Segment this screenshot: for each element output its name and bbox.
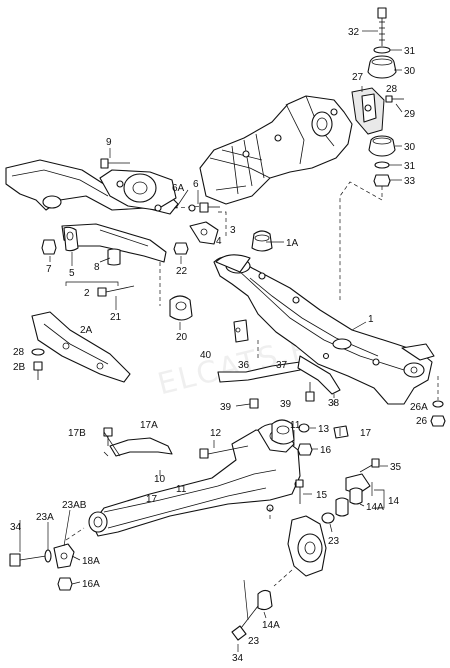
callout-6A: 6A <box>172 183 185 194</box>
callout-27: 27 <box>352 72 364 83</box>
rear-crossmember <box>5 159 207 215</box>
hub-carrier-23 <box>273 512 335 587</box>
bolt-17B <box>103 427 113 446</box>
bushing-20 <box>159 262 193 321</box>
callout-35: 35 <box>390 462 402 473</box>
callout-14A: 14A <box>366 502 384 513</box>
callout-28-top: 28 <box>386 84 398 95</box>
callout-26A: 26A <box>410 402 428 413</box>
callout-17-arm: 17 <box>146 494 158 505</box>
callout-12: 12 <box>210 428 222 439</box>
subframe-1 <box>213 254 435 405</box>
fasteners-2B <box>31 348 45 380</box>
callout-23A: 23A <box>36 512 54 523</box>
callout-7: 7 <box>46 264 52 275</box>
callout-23-low: 23 <box>248 636 260 647</box>
callout-17A: 17A <box>140 420 158 431</box>
callout-10: 10 <box>154 474 166 485</box>
callout-13: 13 <box>318 424 330 435</box>
callout-18A: 18A <box>82 556 100 567</box>
callout-1A: 1A <box>286 238 299 249</box>
bracket-2A <box>31 311 131 383</box>
callout-23AB: 23AB <box>62 500 87 511</box>
callout-22: 22 <box>176 266 188 277</box>
callout-37: 37 <box>276 360 288 371</box>
bolt-9 <box>100 148 130 169</box>
callout-1: 1 <box>368 314 374 325</box>
callout-4: 4 <box>216 236 222 247</box>
callout-39-right: 39 <box>280 399 292 410</box>
callout-6: 6 <box>193 179 199 190</box>
callout-31-mid: 31 <box>404 161 416 172</box>
callout-36: 36 <box>238 360 250 371</box>
callout-29: 29 <box>404 109 416 120</box>
callout-26: 26 <box>416 416 428 427</box>
brackets-36-40 <box>217 319 341 406</box>
bushings-left <box>41 239 121 266</box>
group-brackets <box>65 281 385 509</box>
callout-11: 11 <box>290 420 301 431</box>
nut-22 <box>173 242 189 255</box>
callout-32: 32 <box>348 27 360 38</box>
callout-17B: 17B <box>68 428 86 439</box>
callout-33: 33 <box>404 176 416 187</box>
mount-stack-top <box>339 7 404 300</box>
callout-34-left: 34 <box>10 522 22 533</box>
callout-15: 15 <box>316 490 328 501</box>
bolts-39 <box>235 382 315 409</box>
callout-30-top: 30 <box>404 66 416 77</box>
callout-17: 17 <box>360 428 372 439</box>
leader-lines <box>19 30 403 652</box>
callout-5: 5 <box>69 268 75 279</box>
joint-14 <box>335 458 380 517</box>
washers-26 <box>430 376 446 427</box>
callout-9: 9 <box>106 137 112 148</box>
callout-8: 8 <box>94 262 100 273</box>
callout-14A-low: 14A <box>262 620 280 631</box>
bolt-15 <box>295 479 304 504</box>
differential-housing <box>199 95 353 205</box>
callout-2: 2 <box>84 288 90 299</box>
callout-16A: 16A <box>82 579 100 590</box>
callout-34-bottom: 34 <box>232 653 244 663</box>
callout-39-left: 39 <box>220 402 232 413</box>
callout-23: 23 <box>328 536 340 547</box>
callout-20: 20 <box>176 332 188 343</box>
support-arm-2 <box>61 223 167 263</box>
callout-11-arm: 11 <box>176 484 187 495</box>
bushing-1A <box>251 230 273 252</box>
callout-30-mid: 30 <box>404 142 416 153</box>
callout-31-top: 31 <box>404 46 416 57</box>
callout-2B: 2B <box>13 362 26 373</box>
callout-14: 14 <box>388 496 400 507</box>
callout-3: 3 <box>230 225 236 236</box>
bolt-34-low <box>231 589 273 641</box>
callout-38: 38 <box>328 398 340 409</box>
callout-labels: 32 31 30 27 28 29 30 31 33 9 6A 6 3 4 1A… <box>10 27 428 664</box>
callout-21: 21 <box>110 312 122 323</box>
trailing-arm-10 <box>88 423 302 537</box>
callout-40: 40 <box>200 350 212 361</box>
bolt-21 <box>97 285 135 297</box>
callout-28-left: 28 <box>13 347 25 358</box>
bracket-17A <box>103 437 173 457</box>
callout-16: 16 <box>320 445 332 456</box>
bracket-3 <box>189 211 227 245</box>
fasteners-left <box>9 527 85 591</box>
callout-2A: 2A <box>80 325 93 336</box>
nut-16 <box>297 443 313 456</box>
bolt-6 <box>188 202 220 213</box>
